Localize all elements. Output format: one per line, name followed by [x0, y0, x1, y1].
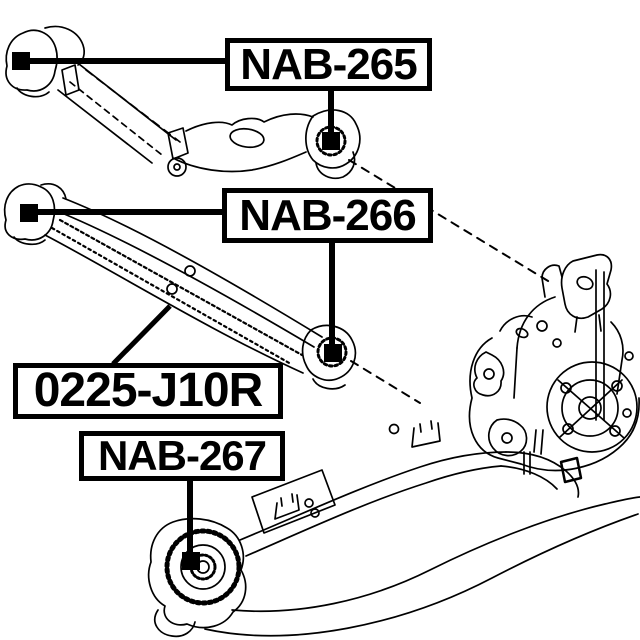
callout-box-0225-j10r: 0225-J10R — [13, 363, 283, 419]
callout-label: NAB-265 — [240, 39, 417, 89]
bushing-marker-square-icon — [20, 204, 38, 222]
callout-label: 0225-J10R — [33, 364, 264, 417]
callout-label: NAB-266 — [239, 190, 416, 240]
trailing-arm-drawing — [147, 420, 640, 638]
bushing-marker-square-icon — [12, 52, 30, 70]
callout-box-nab-265: NAB-265 — [225, 38, 432, 91]
bushing-marker-squares — [12, 52, 342, 570]
projection-dashed-lines — [348, 159, 554, 404]
bushing-marker-square-icon — [182, 552, 200, 570]
bushing-marker-square-icon — [324, 344, 342, 362]
callout-label: NAB-267 — [97, 432, 267, 479]
callout-box-nab-266: NAB-266 — [222, 188, 433, 243]
bushing-marker-square-icon — [322, 132, 340, 150]
callout-leader-lines — [21, 58, 335, 560]
axle-knuckle-drawing — [468, 253, 640, 475]
callout-box-nab-267: NAB-267 — [79, 431, 285, 481]
upper-lateral-arm-drawing — [5, 25, 361, 180]
